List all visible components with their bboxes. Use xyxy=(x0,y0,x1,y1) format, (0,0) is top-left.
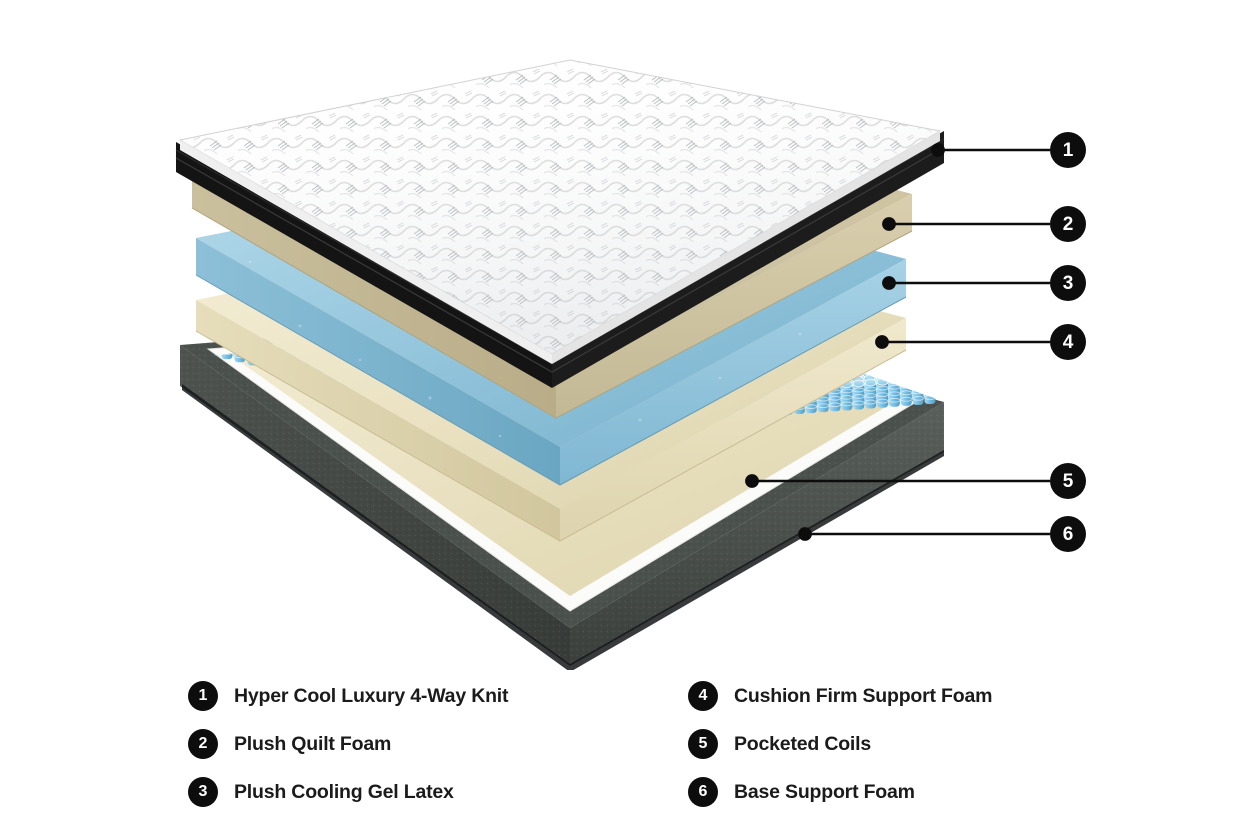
legend-badge-5: 5 xyxy=(688,729,718,759)
coil-spring xyxy=(900,376,913,406)
coil-spring xyxy=(864,378,877,409)
legend-item-6[interactable]: 6 Base Support Foam xyxy=(688,768,992,816)
callout-lines xyxy=(745,143,1050,541)
legend-label-4: Cushion Firm Support Foam xyxy=(734,684,993,707)
callout-badge-4[interactable]: 4 xyxy=(1050,324,1086,360)
legend-label-2: Plush Quilt Foam xyxy=(234,732,392,755)
legend-label-3: Plush Cooling Gel Latex xyxy=(234,780,454,803)
coil-spring xyxy=(852,379,865,410)
coil-spring xyxy=(840,380,853,411)
exploded-layer-diagram: 1 2 3 4 5 6 xyxy=(175,59,1086,670)
coil-spring xyxy=(876,377,889,408)
layer-1-hyper-cool-luxury-4-way-knit xyxy=(175,59,945,388)
callout-dot-4 xyxy=(875,335,889,349)
callout-badge-2[interactable]: 2 xyxy=(1050,206,1086,242)
callout-badge-6[interactable]: 6 xyxy=(1050,516,1086,552)
legend-label-1: Hyper Cool Luxury 4-Way Knit xyxy=(234,684,509,707)
callout-dot-3 xyxy=(882,276,896,290)
coil-spring xyxy=(924,374,936,404)
callout-dot-6 xyxy=(798,527,812,541)
legend-item-1[interactable]: 1 Hyper Cool Luxury 4-Way Knit xyxy=(188,672,508,720)
legend-column-right: 4 Cushion Firm Support Foam 5 Pocketed C… xyxy=(688,672,992,816)
legend-item-5[interactable]: 5 Pocketed Coils xyxy=(688,720,992,768)
callout-badge-1[interactable]: 1 xyxy=(1050,132,1086,168)
coil-spring xyxy=(912,375,925,405)
legend-column-left: 1 Hyper Cool Luxury 4-Way Knit 2 Plush Q… xyxy=(188,672,508,816)
legend-badge-4: 4 xyxy=(688,681,718,711)
legend-label-5: Pocketed Coils xyxy=(734,732,871,755)
diagram-svg xyxy=(175,59,1050,670)
callout-badge-3[interactable]: 3 xyxy=(1050,265,1086,301)
legend-label-6: Base Support Foam xyxy=(734,780,915,803)
legend-badge-6: 6 xyxy=(688,777,718,807)
coil-spring xyxy=(888,376,901,407)
legend-badge-1: 1 xyxy=(188,681,218,711)
legend-badge-3: 3 xyxy=(188,777,218,807)
callout-badge-5[interactable]: 5 xyxy=(1050,463,1086,499)
callout-dot-1 xyxy=(931,143,945,157)
legend-badge-2: 2 xyxy=(188,729,218,759)
callout-dot-2 xyxy=(882,217,896,231)
legend-item-3[interactable]: 3 Plush Cooling Gel Latex xyxy=(188,768,508,816)
layer-legend: 1 Hyper Cool Luxury 4-Way Knit 2 Plush Q… xyxy=(0,672,1260,840)
legend-item-4[interactable]: 4 Cushion Firm Support Foam xyxy=(688,672,992,720)
legend-item-2[interactable]: 2 Plush Quilt Foam xyxy=(188,720,508,768)
callout-dot-5 xyxy=(745,474,759,488)
